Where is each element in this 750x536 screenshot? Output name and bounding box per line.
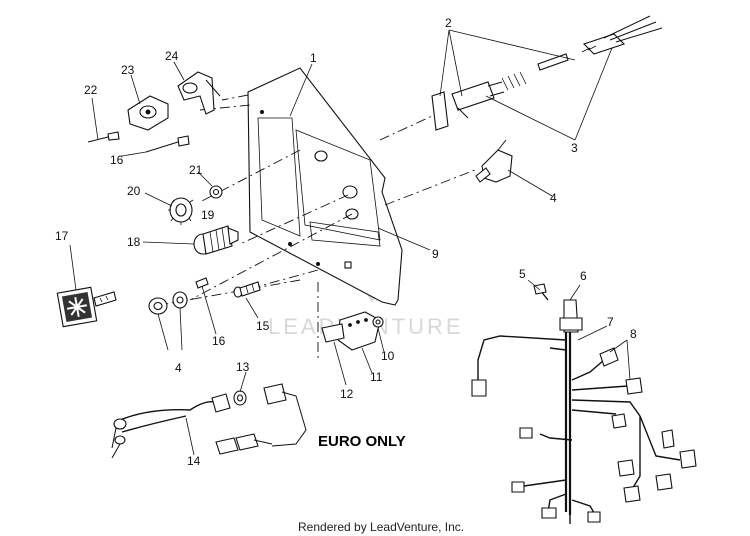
part-20-nut <box>168 197 194 225</box>
footer-credit: Rendered by LeadVenture, Inc. <box>298 520 464 534</box>
leader-lines <box>69 29 631 456</box>
callout-11: 11 <box>370 370 383 384</box>
callout-4-upper: 4 <box>550 191 557 205</box>
part-18-ignition-switch <box>193 225 239 255</box>
part-13-nut <box>233 390 247 406</box>
callout-13: 13 <box>236 360 250 374</box>
part-16-screw-lower <box>195 277 209 289</box>
instrument-panel <box>247 67 403 306</box>
part-4-toggle-switch <box>475 139 513 183</box>
part-11-block <box>337 311 381 351</box>
euro-only-label: EURO ONLY <box>318 433 406 450</box>
callout-17: 17 <box>55 229 69 243</box>
part-3-connector-harness <box>581 15 663 55</box>
callout-1: 1 <box>310 51 317 65</box>
callout-4-lower: 4 <box>175 361 182 375</box>
callout-16-upper: 16 <box>110 153 124 167</box>
callout-6: 6 <box>580 269 587 283</box>
callout-5: 5 <box>519 267 526 281</box>
callout-numbers: 1 2 3 4 4 5 6 7 8 9 10 11 12 13 14 15 16… <box>55 16 637 468</box>
callout-14: 14 <box>187 454 201 468</box>
callout-24: 24 <box>165 49 179 63</box>
callout-2: 2 <box>445 16 452 30</box>
callout-19: 19 <box>201 208 215 222</box>
callout-8: 8 <box>630 327 637 341</box>
callout-20: 20 <box>127 184 141 198</box>
part-4-nut-washer <box>148 291 188 315</box>
callout-23: 23 <box>121 63 135 77</box>
callout-22: 22 <box>84 83 98 97</box>
part-2-plunger-switch <box>431 53 569 131</box>
part-14-euro-switch <box>111 383 307 459</box>
callout-21: 21 <box>189 163 203 177</box>
wiring-harness <box>471 283 697 524</box>
part-16-screw-upper <box>145 135 190 153</box>
callout-12: 12 <box>340 387 354 401</box>
part-17-key <box>56 286 117 328</box>
part-23-bracket <box>127 95 169 131</box>
callout-18: 18 <box>127 235 141 249</box>
callout-15: 15 <box>256 319 270 333</box>
part-21-washer <box>209 185 223 199</box>
part-22-wire <box>87 131 120 143</box>
part-12-plate <box>321 323 345 343</box>
part-10-nut <box>372 316 384 328</box>
callout-16-lower: 16 <box>212 334 226 348</box>
part-15-bolt <box>233 281 261 298</box>
callout-10: 10 <box>381 349 395 363</box>
callout-3: 3 <box>571 141 578 155</box>
callout-9: 9 <box>432 247 439 261</box>
callout-7: 7 <box>607 315 614 329</box>
part-24-bracket <box>177 71 221 115</box>
